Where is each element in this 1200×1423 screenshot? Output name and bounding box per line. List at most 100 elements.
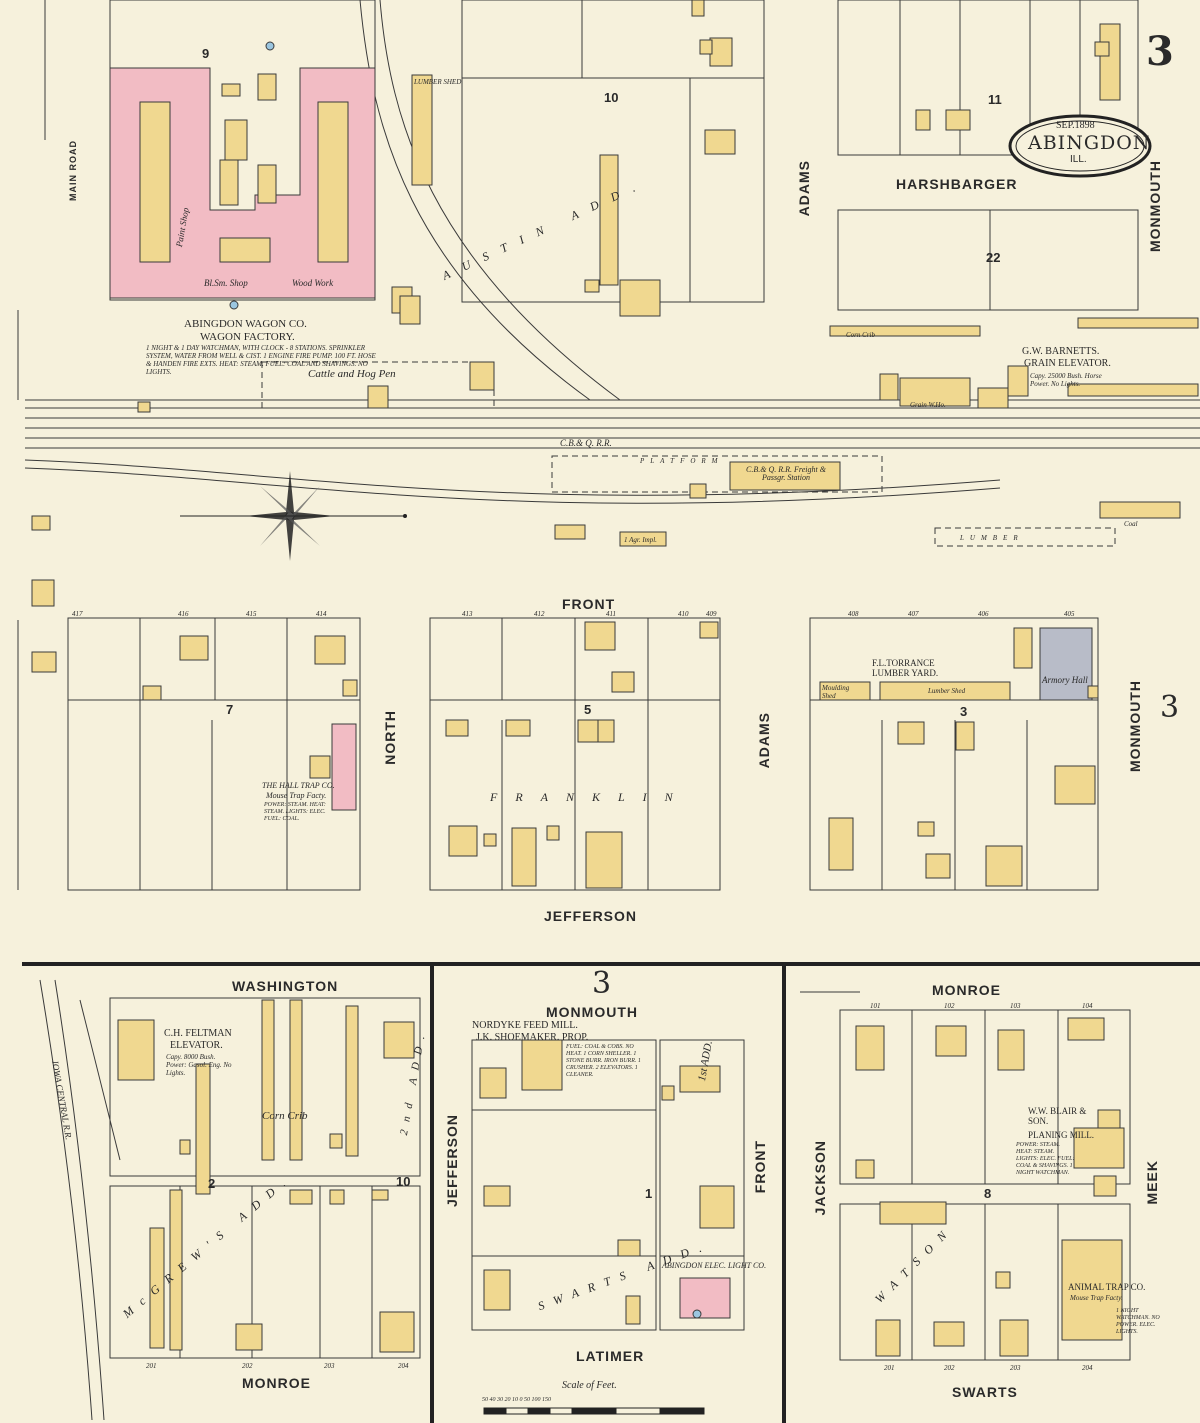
armory-hall-label: Armory Hall bbox=[1042, 675, 1088, 685]
wagon-factory bbox=[109, 41, 433, 314]
blair-notes: POWER: STEAM. HEAT: STEAM. LIGHTS: ELEC.… bbox=[1016, 1142, 1075, 1176]
title-oval bbox=[1008, 114, 1152, 178]
wagon-shed-right bbox=[317, 101, 349, 263]
building-m bbox=[619, 279, 661, 317]
address: 408 bbox=[848, 610, 859, 618]
wagon-factory-brick bbox=[109, 67, 376, 299]
bottom-right bbox=[800, 991, 1131, 1361]
station-label: C.B.& Q. R.R. Freight & Passgr. Station bbox=[746, 465, 826, 482]
wagon-factory-notes: 1 NIGHT & 1 DAY WATCHMAN, WITH CLOCK - 8… bbox=[146, 344, 376, 376]
street-washington: WASHINGTON bbox=[232, 978, 339, 994]
nordyke-notes: FUEL: COAL & COBS. NO HEAT. 1 CORN SHELL… bbox=[566, 1044, 641, 1078]
address: 405 bbox=[1064, 610, 1075, 618]
armory-hall bbox=[1039, 627, 1093, 701]
address: 202 bbox=[242, 1362, 253, 1370]
street-jefferson-v: JEFFERSON bbox=[444, 1114, 460, 1208]
street-monroe-bl: MONROE bbox=[242, 1375, 311, 1391]
corn-crib2-label: Corn Crib bbox=[262, 1110, 308, 1122]
street-monmouth-top: MONMOUTH bbox=[1147, 160, 1163, 252]
side-sheet-number: 3 bbox=[1160, 690, 1180, 725]
lumber-label: LUMBER bbox=[960, 534, 1024, 542]
address: 409 bbox=[706, 610, 717, 618]
compass-rose bbox=[180, 471, 407, 561]
planing-mill-label: PLANING MILL. bbox=[1028, 1130, 1094, 1140]
address: 411 bbox=[606, 610, 616, 618]
feltman-notes: Capy. 8000 Bush. Power: Gasol. Eng. No L… bbox=[166, 1053, 232, 1077]
animal-trap-factory bbox=[1061, 1239, 1123, 1341]
nordyke-label: NORDYKE FEED MILL. bbox=[472, 1020, 578, 1031]
street-adams-mid: ADAMS bbox=[756, 712, 772, 769]
sheet-number: 3 bbox=[1146, 28, 1174, 75]
wagon-shed-left bbox=[139, 101, 171, 263]
street-monmouth-mid: MONMOUTH bbox=[1127, 680, 1143, 772]
hall-trap-label: THE HALL TRAP CO. bbox=[262, 781, 335, 790]
address: 102 bbox=[944, 1002, 955, 1010]
bottom-right-buildings bbox=[855, 1017, 1125, 1357]
address: 416 bbox=[178, 610, 189, 618]
elec-light-label: ABINGDON ELEC. LIGHT CO. bbox=[662, 1261, 767, 1270]
middle-section bbox=[17, 617, 1099, 891]
street-north: NORTH bbox=[382, 710, 398, 765]
elec-light-plant bbox=[679, 1277, 731, 1319]
wagon-co-label: ABINGDON WAGON CO. bbox=[184, 318, 307, 330]
street-front: FRONT bbox=[562, 596, 616, 612]
scale-label: Scale of Feet. bbox=[562, 1380, 617, 1391]
town-name: ABINGDON bbox=[1028, 132, 1151, 154]
street-jackson: JACKSON bbox=[812, 1140, 828, 1216]
address: 103 bbox=[1010, 1002, 1021, 1010]
state-name: ILL. bbox=[1070, 154, 1087, 165]
block-number-3: 3 bbox=[960, 704, 968, 719]
block-number-2: 2 bbox=[208, 1176, 216, 1191]
street-harshbarger: HARSHBARGER bbox=[896, 176, 1018, 192]
lumber-yard-label: LUMBER YARD. bbox=[872, 668, 939, 678]
address: 204 bbox=[398, 1362, 409, 1370]
block-10-outline bbox=[461, 0, 765, 303]
address: 413 bbox=[462, 610, 473, 618]
curved-track bbox=[379, 0, 621, 401]
railroad-cbq-label: C.B.& Q. R.R. bbox=[560, 438, 612, 448]
address: 406 bbox=[978, 610, 989, 618]
block-number-10-bottom: 10 bbox=[396, 1174, 411, 1189]
street-monroe-br: MONROE bbox=[932, 982, 1001, 998]
lumber-shed-label: LUMBER SHED bbox=[414, 78, 462, 86]
bottom-left-buildings bbox=[117, 999, 415, 1353]
block-11-buildings bbox=[31, 23, 1199, 607]
moulding-shed-label: Moulding Shed bbox=[822, 684, 850, 700]
long-shed bbox=[599, 154, 619, 286]
agr-impl bbox=[1099, 23, 1121, 101]
sheet-date: SEP.1898 bbox=[1056, 120, 1095, 131]
address: 407 bbox=[908, 610, 919, 618]
torrance-label: F.L.TORRANCE bbox=[872, 658, 935, 668]
street-latimer: LATIMER bbox=[576, 1348, 645, 1364]
blair-label: W.W. BLAIR & SON. bbox=[1028, 1106, 1087, 1126]
hall-trap-factory bbox=[331, 723, 357, 811]
address: 104 bbox=[1082, 1002, 1093, 1010]
block-number-10-top: 10 bbox=[604, 90, 619, 105]
address: 410 bbox=[678, 610, 689, 618]
street-swarts: SWARTS bbox=[952, 1384, 1018, 1400]
grain-elevator-owner: G.W. BARNETTS. bbox=[1022, 346, 1100, 357]
agr-impl-label: 1 Agr. Impl. bbox=[624, 536, 657, 544]
block-number-9: 9 bbox=[202, 46, 210, 61]
block-3-outline bbox=[809, 617, 1099, 891]
block-number-1: 1 bbox=[645, 1186, 653, 1201]
block-number-5: 5 bbox=[584, 702, 592, 717]
street-meek: MEEK bbox=[1144, 1160, 1160, 1205]
animal-trap-label: ANIMAL TRAP CO. bbox=[1068, 1282, 1146, 1292]
address: 202 bbox=[944, 1364, 955, 1372]
address: 101 bbox=[870, 1002, 881, 1010]
corn-crib-label: Corn Crib bbox=[846, 331, 875, 339]
station bbox=[729, 461, 841, 491]
bottom-frames bbox=[22, 962, 1200, 1423]
bottom-center-buildings bbox=[479, 1039, 735, 1325]
block-10-buildings bbox=[584, 0, 736, 499]
block-7-outline bbox=[67, 617, 361, 891]
shoemaker-label: J.K. SHOEMAKER. PROP. bbox=[476, 1032, 589, 1043]
addition-franklin: FRANKLIN bbox=[490, 790, 691, 804]
address: 203 bbox=[1010, 1364, 1021, 1372]
block-number-22: 22 bbox=[986, 250, 1001, 265]
address: 415 bbox=[246, 610, 257, 618]
address: 203 bbox=[324, 1362, 335, 1370]
address: 204 bbox=[1082, 1364, 1093, 1372]
